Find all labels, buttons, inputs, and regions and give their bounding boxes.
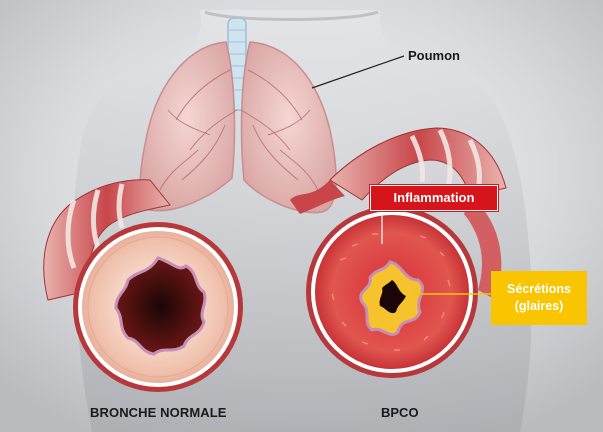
label-inflammation: Inflammation — [370, 185, 498, 211]
label-secretions-line1: Sécrétions — [491, 281, 587, 298]
label-secretions-line2: (glaires) — [491, 298, 587, 315]
label-secretions: Sécrétions (glaires) — [491, 271, 587, 325]
caption-normal-bronchus: BRONCHE NORMALE — [90, 405, 227, 420]
label-lung: Poumon — [408, 48, 460, 63]
caption-copd: BPCO — [381, 405, 419, 420]
